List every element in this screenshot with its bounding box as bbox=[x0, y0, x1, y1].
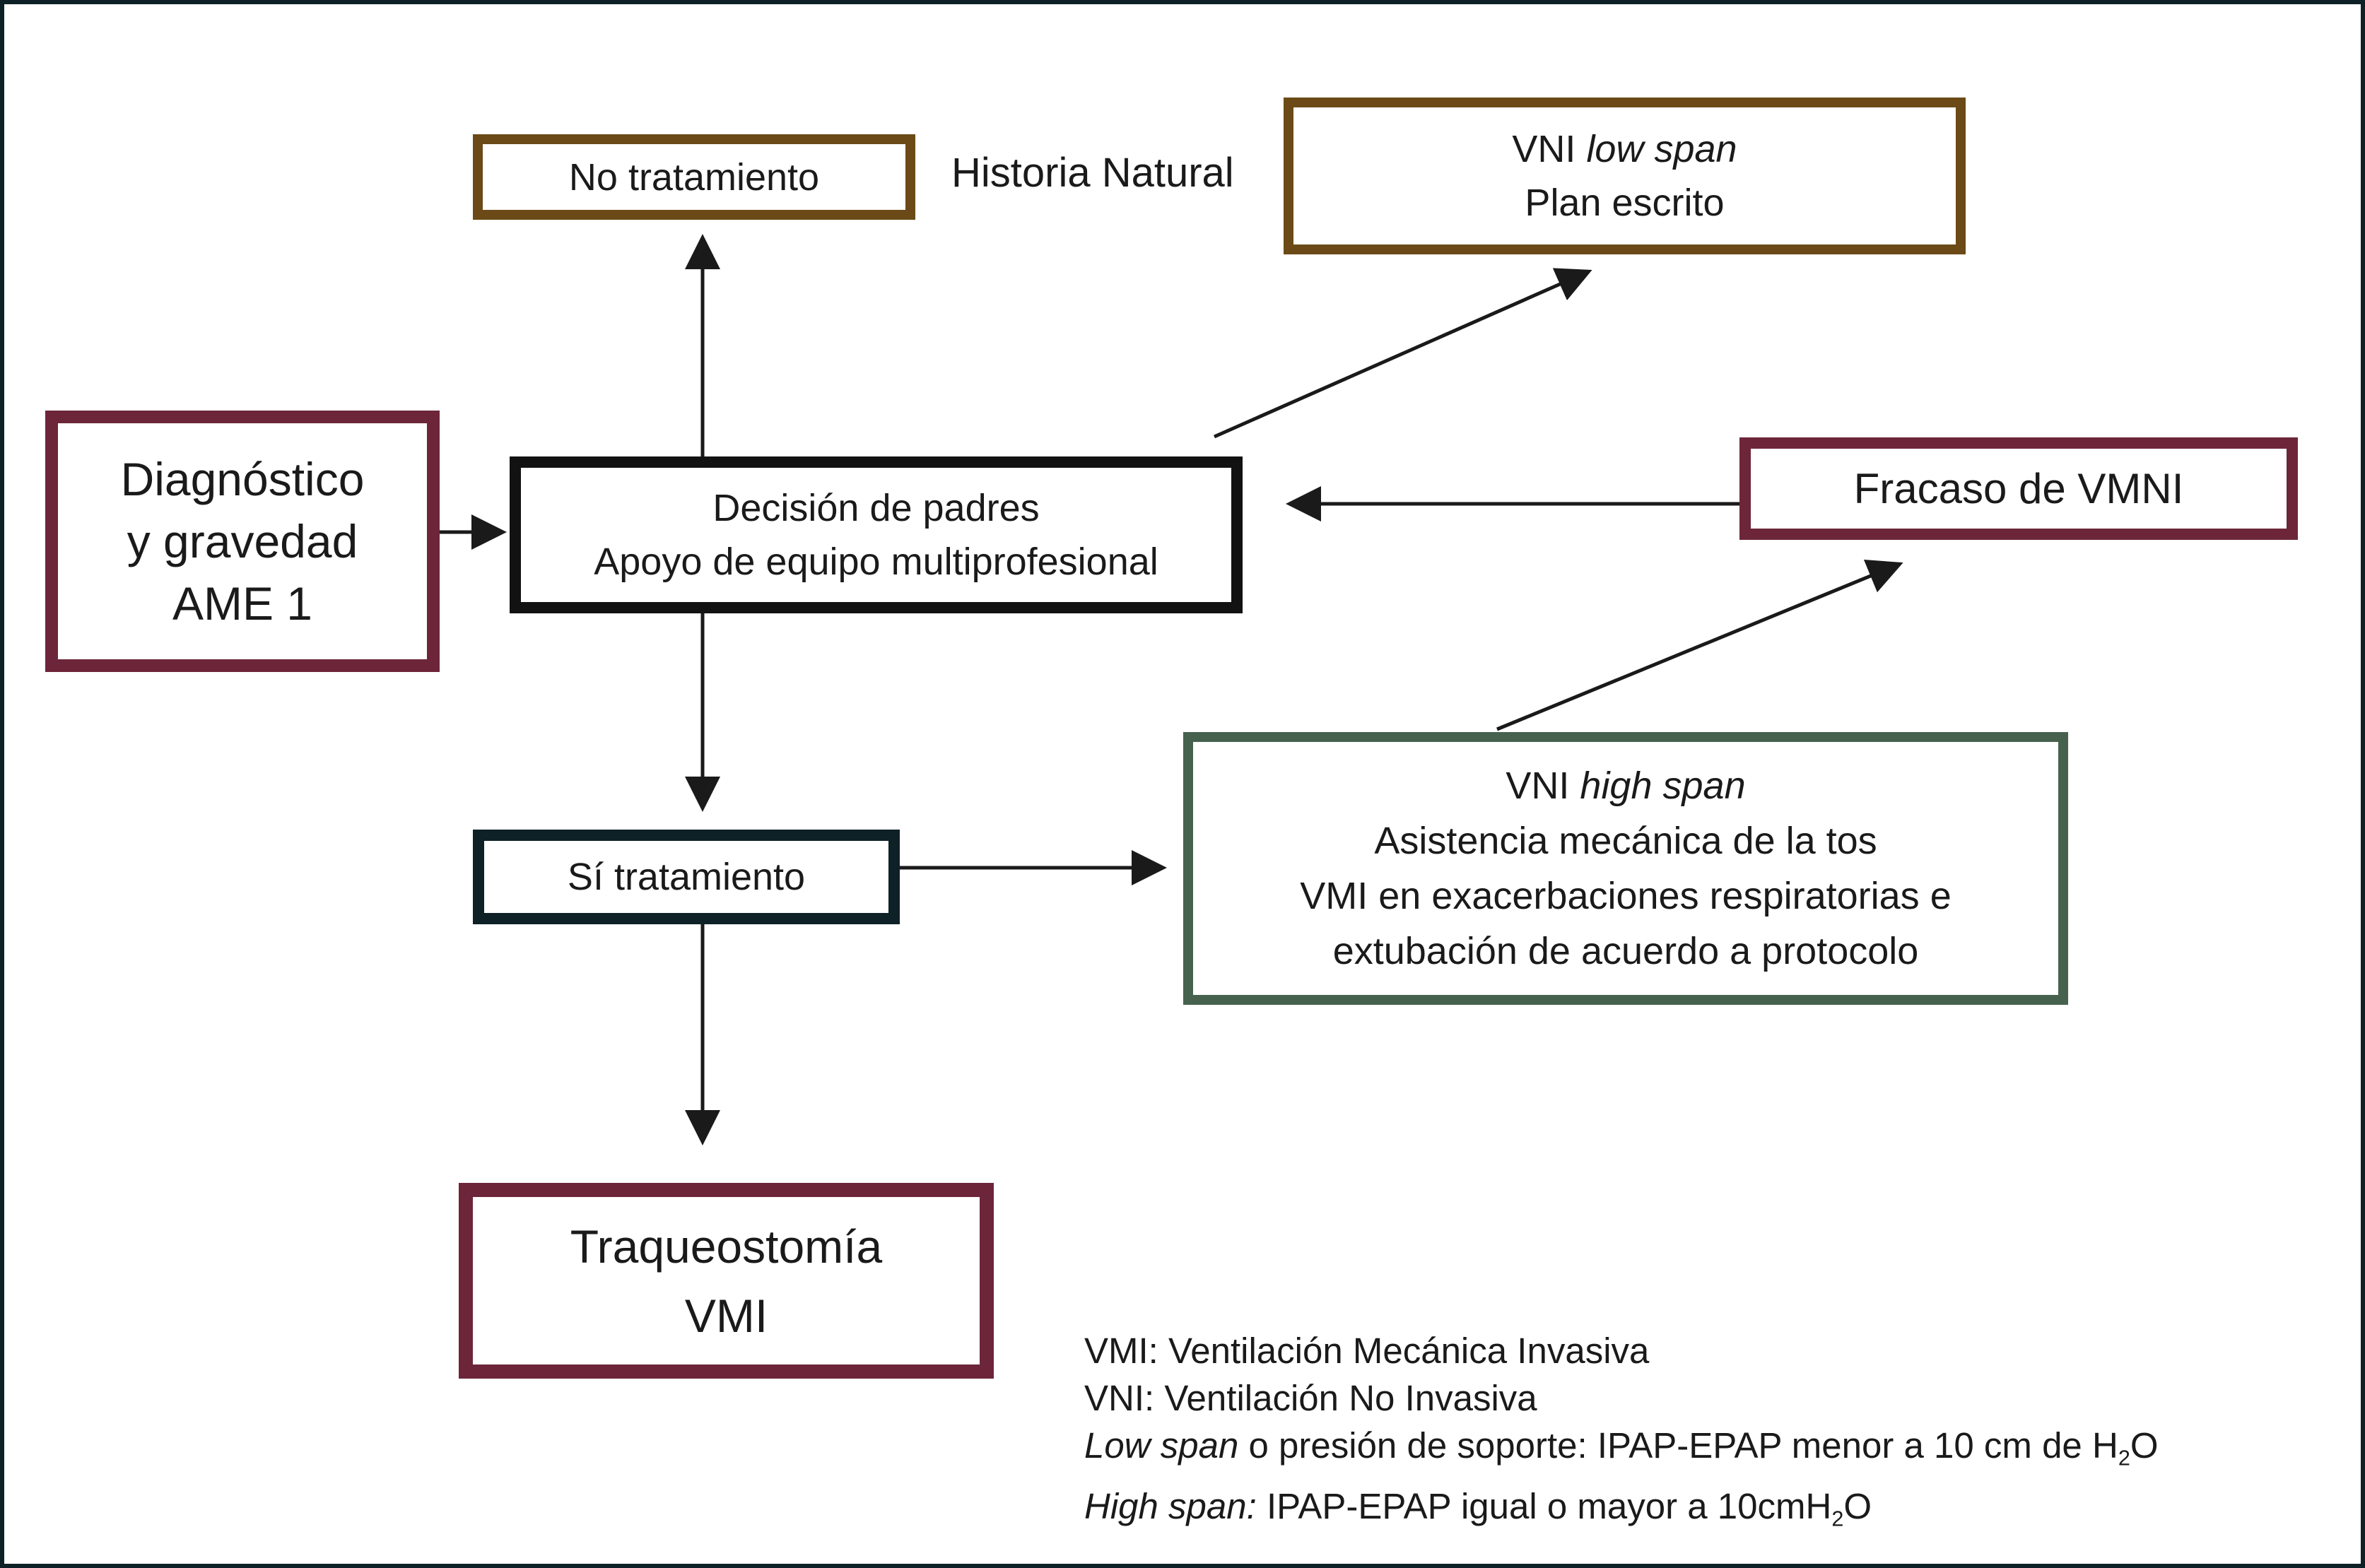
vmni-failure-label: Fracaso de VMNI bbox=[1853, 465, 2184, 512]
legend-line-vni: VNI: Ventilación No Invasiva bbox=[1084, 1378, 1537, 1418]
legend-high-span-end: O bbox=[1843, 1485, 1872, 1526]
diagnosis-box: Diagnóstico y gravedad AME 1 bbox=[45, 411, 440, 672]
vni-high-span-italic: high span bbox=[1580, 765, 1746, 807]
legend-high-span-text: IPAP-EPAP igual o mayor a 10cmH bbox=[1256, 1485, 1832, 1526]
vni-high-span-prefix: VNI bbox=[1506, 765, 1580, 807]
vmni-failure-box: Fracaso de VMNI bbox=[1739, 437, 2298, 540]
tracheostomy-line2: VMI bbox=[684, 1289, 768, 1342]
legend: VMI: Ventilación Mecánica Invasiva VNI: … bbox=[1084, 1327, 2159, 1543]
no-treatment-label: No tratamiento bbox=[568, 155, 820, 199]
legend-low-span-subscript: 2 bbox=[2118, 1446, 2130, 1470]
legend-low-span-text: o presión de soporte: IPAP-EPAP menor a … bbox=[1238, 1425, 2118, 1466]
vni-low-span-prefix: VNI bbox=[1512, 128, 1587, 170]
vni-low-span-italic: low span bbox=[1586, 128, 1737, 170]
legend-low-span-italic: Low span bbox=[1084, 1425, 1239, 1466]
vni-low-span-box: VNI low span Plan escrito bbox=[1284, 98, 1966, 254]
arrow-decision-to-vni-low-span bbox=[1213, 268, 1592, 439]
parents-decision-line2: Apoyo de equipo multiprofesional bbox=[594, 541, 1158, 583]
vni-low-span-line1: VNI low span bbox=[1512, 122, 1737, 176]
tracheostomy-box: Traqueostomía VMI bbox=[459, 1183, 994, 1379]
legend-line-low-span: Low span o presión de soporte: IPAP-EPAP… bbox=[1084, 1422, 2159, 1482]
vni-high-span-box: VNI high span Asistencia mecánica de la … bbox=[1183, 732, 2068, 1005]
legend-high-span-italic: High span: bbox=[1084, 1485, 1257, 1526]
vni-high-span-line3: VMI en exacerbaciones respiratorias e bbox=[1300, 875, 1952, 917]
diagnosis-line3: AME 1 bbox=[172, 577, 313, 630]
vni-low-span-line2: Plan escrito bbox=[1525, 182, 1725, 224]
vni-high-span-line1: VNI high span bbox=[1506, 758, 1745, 813]
yes-treatment-label: Sí tratamiento bbox=[567, 856, 806, 898]
legend-low-span-end: O bbox=[2130, 1425, 2159, 1466]
legend-high-span-subscript: 2 bbox=[1831, 1507, 1844, 1531]
no-treatment-box: No tratamiento bbox=[473, 134, 915, 220]
tracheostomy-line1: Traqueostomía bbox=[570, 1220, 883, 1273]
yes-treatment-box: Sí tratamiento bbox=[473, 830, 900, 924]
vni-high-span-line2: Asistencia mecánica de la tos bbox=[1374, 820, 1877, 862]
vni-high-span-line4: extubación de acuerdo a protocolo bbox=[1332, 930, 1919, 972]
arrow-vni-high-span-to-vmni-failure bbox=[1496, 559, 1903, 731]
legend-line-vmi: VMI: Ventilación Mecánica Invasiva bbox=[1084, 1331, 1650, 1371]
legend-line-high-span: High span: IPAP-EPAP igual o mayor a 10c… bbox=[1084, 1482, 2159, 1543]
natural-history-label: Historia Natural bbox=[951, 150, 1234, 196]
parents-decision-box: Decisión de padres Apoyo de equipo multi… bbox=[510, 456, 1243, 613]
diagnosis-line1: Diagnóstico bbox=[120, 453, 365, 505]
parents-decision-line1: Decisión de padres bbox=[712, 487, 1040, 529]
diagnosis-line2: y gravedad bbox=[127, 515, 358, 567]
